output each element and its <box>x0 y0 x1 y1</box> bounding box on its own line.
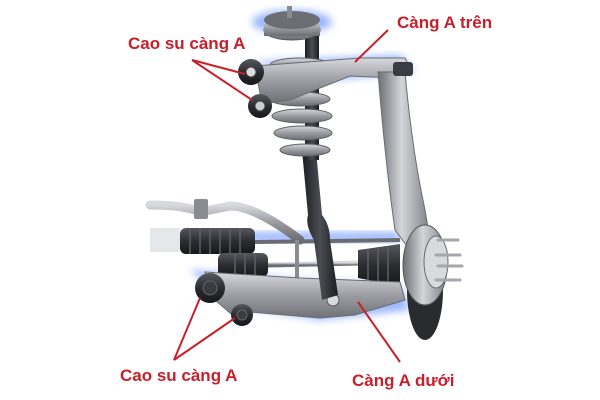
steering-rack-housing <box>150 228 180 252</box>
leader-lines <box>173 29 401 363</box>
shock-absorber <box>302 150 338 300</box>
wheel-hub-assembly <box>402 224 464 340</box>
stabilizer-bar <box>145 200 305 245</box>
steering-rack-boot <box>180 228 255 254</box>
lower-arm-bushing-front <box>195 273 225 303</box>
drive-shaft <box>267 260 361 268</box>
outer-drive-shaft-boot <box>358 244 400 286</box>
steering-knuckle <box>377 71 431 251</box>
upper-arm-bushing-rear <box>248 94 272 118</box>
label-lower-arm-bushings: Cao su càng A <box>120 366 238 385</box>
inner-drive-shaft-boot <box>218 253 268 277</box>
upper-arm-bushing-front <box>238 59 264 85</box>
label-lower-control-arm: Càng A dưới <box>352 371 455 390</box>
lower-arm-bushing-rear <box>231 304 253 326</box>
label-upper-arm-bushings: Cao su càng A <box>128 34 246 53</box>
stabilizer-link <box>295 240 299 300</box>
wheel-studs <box>434 238 464 282</box>
strut-top-mount <box>263 6 321 41</box>
label-upper-control-arm: Càng A trên <box>397 13 493 32</box>
lower-control-arm <box>204 271 406 321</box>
stabilizer-bar-clamp <box>194 199 208 219</box>
